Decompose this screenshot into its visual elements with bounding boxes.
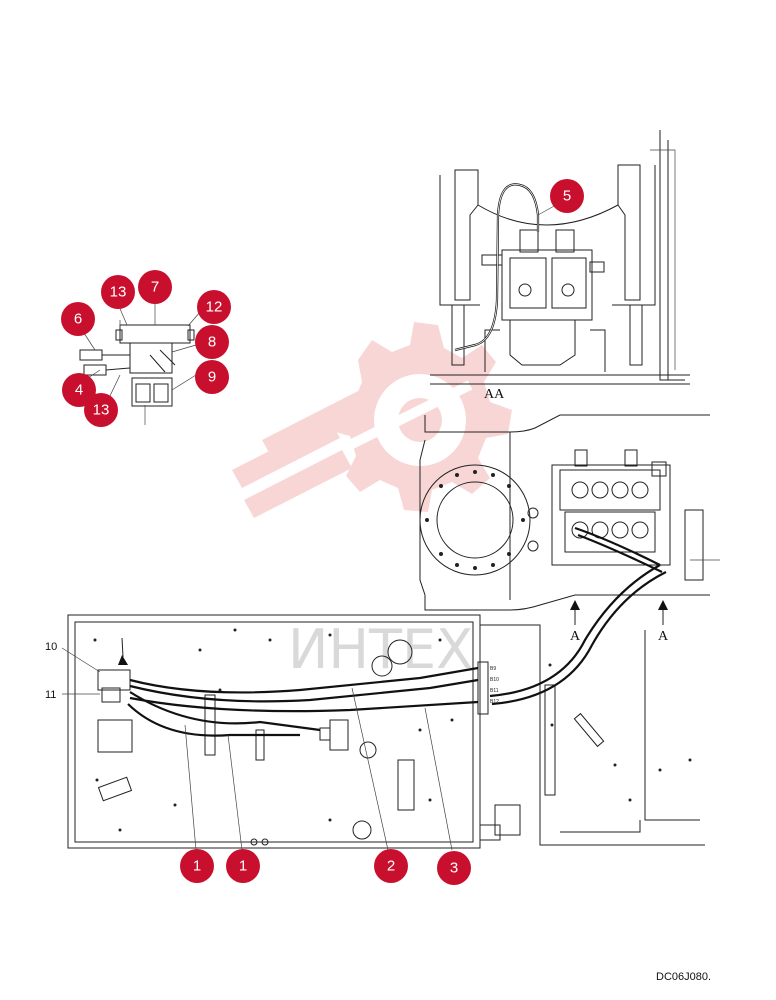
callout-12-number: 12 [206,299,223,316]
callout-7: 7 [138,270,172,304]
callout-5-number: 5 [563,188,571,205]
callout-6-number: 6 [74,311,82,328]
callout-8-number: 8 [208,334,216,351]
callout-13b-number: 13 [93,402,110,419]
watermark-logo [232,322,512,518]
callout-12: 12 [197,290,231,324]
valve-detail-view [79,302,201,425]
section-a-label-right: A [658,629,669,644]
callout-4: 4 [62,373,96,407]
callout-4-number: 4 [75,382,83,399]
plate-view: A A [419,414,720,644]
callout-1b-number: 1 [239,858,247,875]
callout-9-number: 9 [208,369,216,386]
callout-2-number: 2 [387,858,395,875]
main-plate-view: 10 11 B9 B10 B11 B12 [45,614,499,849]
callout-8: 8 [195,325,229,359]
callout-7-number: 7 [151,279,159,296]
section-aa-label: AA [484,387,505,402]
callout-3-number: 3 [450,860,458,877]
callout-9: 9 [195,360,229,394]
port-label-b9: B9 [490,666,496,672]
callout-label-11: 11 [45,689,56,701]
callout-13a-number: 13 [110,284,127,301]
callout-3: 3 [437,851,471,885]
callout-2: 2 [374,849,408,883]
port-label-b11: B11 [490,688,499,694]
hose-bundle [127,564,667,851]
callout-13a: 13 [101,275,135,309]
drawing-code: DC06J080. [656,971,711,983]
callout-6: 6 [61,302,95,336]
frame-view [479,624,705,846]
watermark-text: ИНТЕХ [288,618,473,681]
callout-1b: 1 [226,849,260,883]
callout-1a: 1 [180,849,214,883]
port-label-b10: B10 [490,677,499,683]
callout-13b: 13 [84,393,118,427]
callout-1a-number: 1 [193,858,201,875]
callout-5: 5 [550,179,584,213]
callout-label-10: 10 [45,641,57,653]
section-aa-view: AA [430,130,690,402]
section-a-label-left: A [570,629,581,644]
port-label-b12: B12 [490,699,499,705]
